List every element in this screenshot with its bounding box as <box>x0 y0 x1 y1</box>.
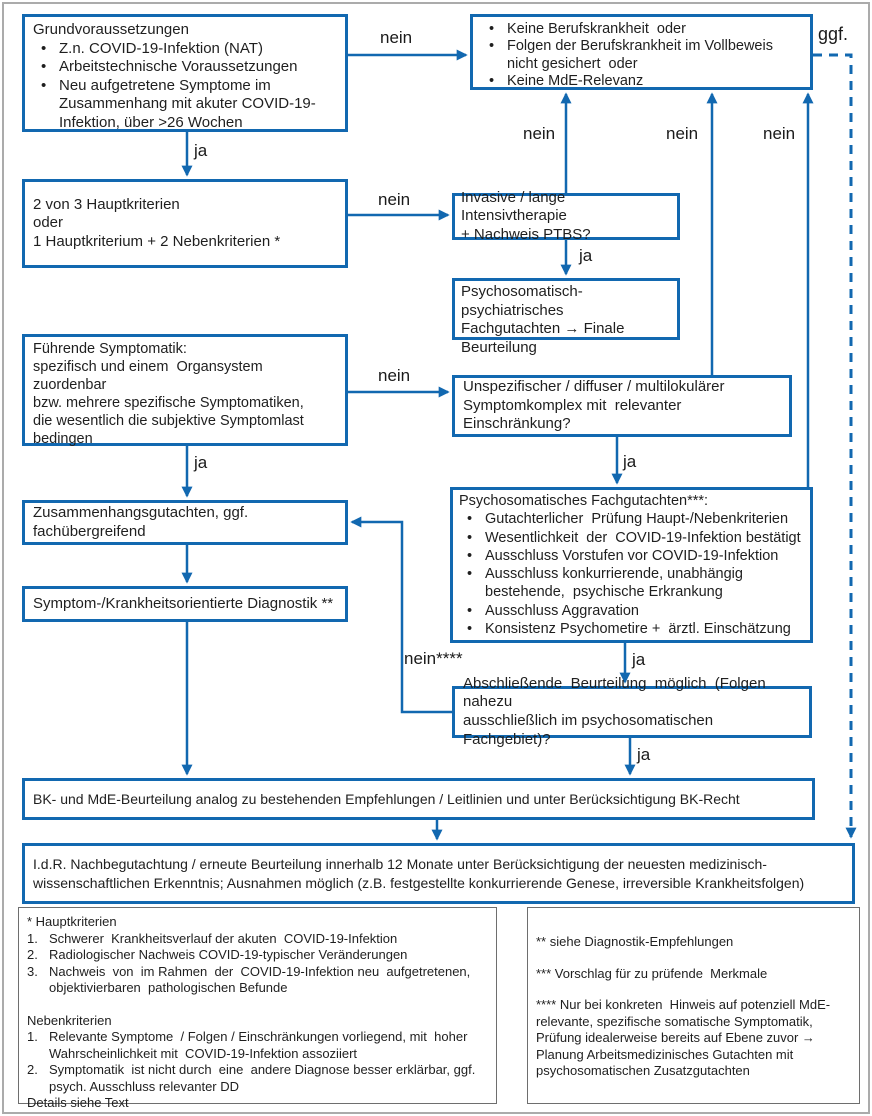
edge-label-ja: ja <box>637 745 651 764</box>
box-invasive-intensivtherapie: Invasive / lange Intensivtherapie + Nach… <box>452 189 680 243</box>
item-number: 1. <box>27 1029 38 1044</box>
box-line: Fachgutachten → Finale <box>461 320 625 338</box>
box-zusammenhangsgutachten: Zusammenhangsgutachten, ggf. fachübergre… <box>22 500 348 545</box>
box-line: Abschließende Beurteilung möglich (Folge… <box>463 674 770 711</box>
item-number: 1. <box>27 930 38 946</box>
box-line: Symptom-/Krankheitsorientierte Diagnosti… <box>33 594 334 612</box>
box-grundvoraussetzungen: Grundvoraussetzungen Z.n. COVID-19-Infek… <box>22 14 348 132</box>
box-line: fachübergreifend <box>33 522 146 540</box>
footnote-legende: ** siehe Diagnostik-Empfehlungen *** Vor… <box>527 907 860 1104</box>
edge-label-ja: ja <box>579 246 593 265</box>
item-text: Schwerer Krankheitsverlauf der akuten CO… <box>49 930 398 946</box>
edge-label-nein-4stars: nein**** <box>404 649 463 668</box>
footnote-title: * Hauptkriterien <box>27 914 117 929</box>
edge-label-ja: ja <box>632 650 646 669</box>
box-line: + Nachweis PTBS? <box>461 225 591 243</box>
box-line: 2 von 3 Hauptkriterien <box>33 195 180 213</box>
box-line: Psychosomatisch-psychiatrisches <box>461 283 583 319</box>
footnote-hauptkriterien: * Hauptkriterien 1. Schwerer Krankheitsv… <box>18 907 497 1110</box>
edge-label-ggf: ggf. <box>818 24 849 44</box>
box-fuehrende-symptomatik: Führende Symptomatik: spezifisch und ein… <box>22 334 348 447</box>
bullet-item: Konsistenz Psychometire + ärztl. Einschä… <box>459 620 804 639</box>
edge-label-nein: nein <box>666 124 699 143</box>
box-text: I.d.R. Nachbegutachtung / erneute Beurte… <box>33 856 805 891</box>
edge-label-nein: nein <box>378 190 411 209</box>
box-keine-berufskrankheit: Keine Berufskrankheit oder Folgen der Be… <box>470 14 813 91</box>
box-nachbegutachtung: I.d.R. Nachbegutachtung / erneute Beurte… <box>22 843 855 904</box>
edge-label-nein: nein <box>523 124 556 143</box>
box-line: Zusammenhangsgutachten, ggf. <box>33 504 249 521</box>
item-number: 2. <box>27 1062 38 1077</box>
box-title: Psychosomatisches Fachgutachten***: <box>459 493 709 509</box>
box-line: oder <box>33 214 64 232</box>
spacer <box>27 997 488 1013</box>
box-line: Unspezifischer / diffuser / multilokulär… <box>463 378 725 396</box>
bullet-item: Keine MdE-Relevanz <box>481 73 802 91</box>
bullet-item: Ausschluss Vorstufen vor COVID-19-Infekt… <box>459 547 804 566</box>
item-text: Symptomatik ist nicht durch eine andere … <box>49 1062 479 1094</box>
footnote-item: *** Vorschlag für zu prüfende Merkmale <box>536 965 768 981</box>
edge-label-nein: nein <box>763 124 796 143</box>
bullet-item: Ausschluss Aggravation <box>459 602 804 621</box>
box-line: bedingen <box>33 430 93 447</box>
numbered-item: 2. Symptomatik ist nicht durch eine ande… <box>27 1062 488 1095</box>
box-line: die wesentlich die subjektive Symptomlas… <box>33 412 304 429</box>
box-line: Invasive / lange Intensivtherapie <box>461 188 567 225</box>
numbered-item: 3. Nachweis von im Rahmen der COVID-19-I… <box>27 964 488 997</box>
box-abschliessende-beurteilung: Abschließende Beurteilung möglich (Folge… <box>452 675 812 748</box>
numbered-item: 1. Schwerer Krankheitsverlauf der akuten… <box>27 931 488 948</box>
box-psychosomatisches-fachgutachten: Psychosomatisches Fachgutachten***: Guta… <box>450 487 813 643</box>
box-unspezifischer-symptomkomplex: Unspezifischer / diffuser / multilokulär… <box>452 375 792 437</box>
box-line: bzw. mehrere spezifische Symptomatiken, <box>33 394 304 411</box>
footnote-item: ** siehe Diagnostik-Empfehlungen <box>536 934 734 949</box>
bullet-item: Neu aufgetretene Symptome im Zusammenhan… <box>33 77 337 133</box>
bullet-item: Arbeitstechnische Voraussetzungen <box>33 58 337 77</box>
item-text: Nachweis von im Rahmen der COVID-19-Infe… <box>49 963 474 996</box>
box-line: ausschließlich im psychosomatischen Fach… <box>463 712 718 748</box>
footnote-details: Details siehe Text <box>27 1095 129 1110</box>
footnote-subtitle: Nebenkriterien <box>27 1012 112 1028</box>
numbered-item: 1. Relevante Symptome / Folgen / Einschr… <box>27 1029 488 1062</box>
bullet-item: Wesentlichkeit der COVID-19-Infektion be… <box>459 529 804 548</box>
box-line: Beurteilung <box>461 338 537 356</box>
bullet-item: Gutachterlicher Prüfung Haupt-/Nebenkrit… <box>459 510 804 529</box>
box-line: Symptomkomplex mit relevanter Einschränk… <box>463 396 686 433</box>
arrow-abschliessend-nein <box>350 516 452 714</box>
box-line: 1 Hauptkriterium + 2 Nebenkriterien * <box>33 232 281 250</box>
numbered-item: 2. Radiologischer Nachweis COVID-19-typi… <box>27 947 488 964</box>
bullet-item: Folgen der Berufskrankheit im Vollbeweis… <box>481 38 802 73</box>
box-title: Grundvoraussetzungen <box>33 21 189 38</box>
box-hauptkriterien: 2 von 3 Hauptkriterien oder 1 Hauptkrite… <box>22 179 348 268</box>
bullet-item: Z.n. COVID-19-Infektion (NAT) <box>33 40 337 59</box>
edge-label-ja: ja <box>194 453 208 472</box>
box-bk-mde-beurteilung: BK- und MdE-Beurteilung analog zu besteh… <box>22 778 815 820</box>
item-number: 3. <box>27 963 38 979</box>
edge-label-ja: ja <box>194 141 208 160</box>
item-number: 2. <box>27 947 38 962</box>
bullet-item: Keine Berufskrankheit oder <box>481 21 802 39</box>
arrow-ggf-dashed <box>813 53 857 839</box>
footnote-item: **** Nur bei konkreten Hinweis auf poten… <box>536 997 831 1078</box>
box-psychosomatisch-psychiatrisches-fachgutachten: Psychosomatisch-psychiatrisches Fachguta… <box>452 278 680 356</box>
box-line: BK- und MdE-Beurteilung analog zu besteh… <box>33 790 740 807</box>
edge-label-nein: nein <box>378 366 411 385</box>
edge-label-ja: ja <box>623 452 637 471</box>
box-symptom-diagnostik: Symptom-/Krankheitsorientierte Diagnosti… <box>22 586 348 622</box>
edge-label-nein: nein <box>380 28 413 47</box>
box-line: Führende Symptomatik: <box>33 341 187 357</box>
item-text: Relevante Symptome / Folgen / Einschränk… <box>49 1029 472 1061</box>
item-text: Radiologischer Nachweis COVID-19-typisch… <box>49 947 408 962</box>
box-line: spezifisch und einem Organsystem zuorden… <box>33 358 267 393</box>
bullet-item: Ausschluss konkurrierende, unabhängig be… <box>459 565 804 602</box>
